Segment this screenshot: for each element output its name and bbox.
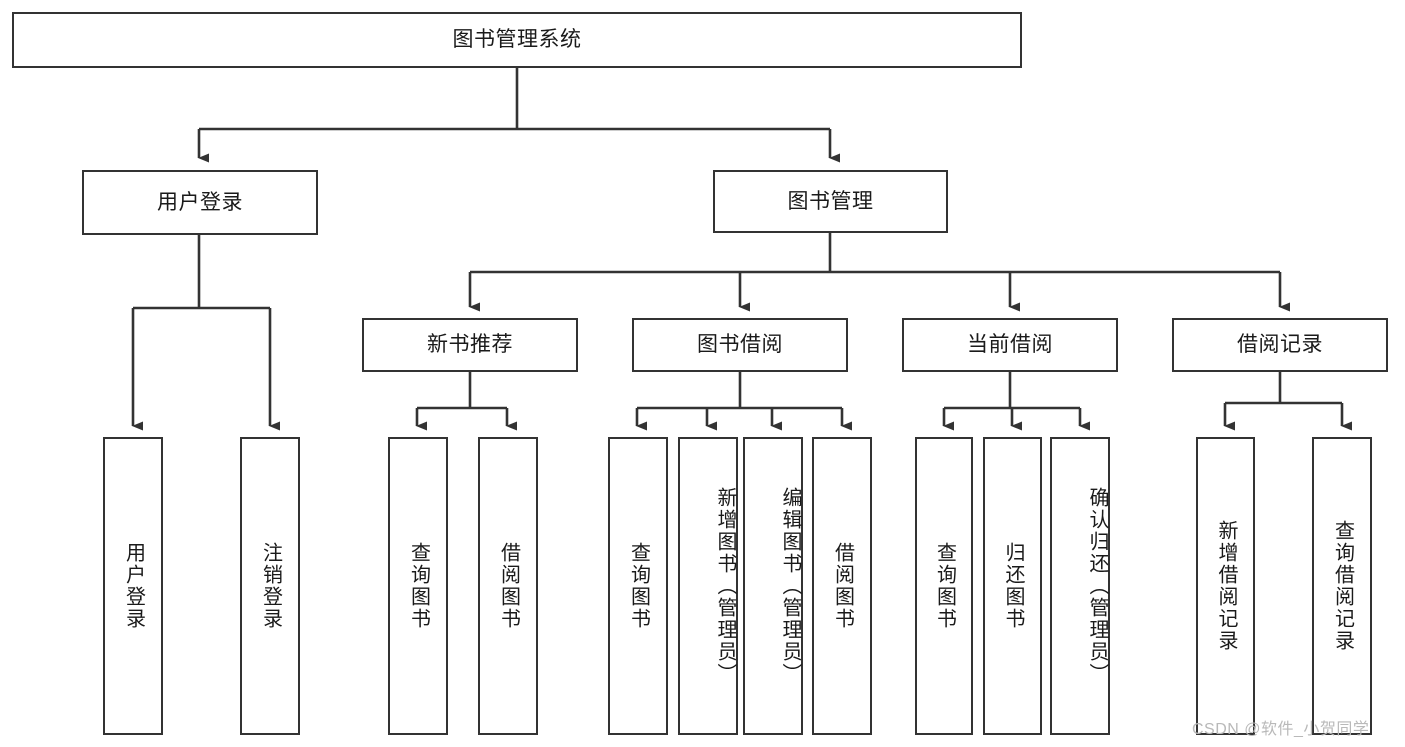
node-label: 用户登录 bbox=[122, 542, 145, 630]
leaf-borrow-record-add-record[interactable]: 新增借阅记录 bbox=[1196, 437, 1255, 735]
node-label: 用户登录 bbox=[157, 190, 243, 214]
node-root-book-management-system[interactable]: 图书管理系统 bbox=[12, 12, 1022, 68]
node-label: 借阅记录 bbox=[1237, 333, 1323, 357]
node-label: 确认归还（管理员） bbox=[1086, 487, 1108, 685]
node-label: 归还图书 bbox=[1002, 542, 1024, 630]
node-label: 查询图书 bbox=[933, 542, 956, 630]
watermark-label: CSDN @软件_小贺同学 bbox=[1192, 721, 1370, 738]
node-label: 借阅图书 bbox=[831, 542, 854, 630]
node-label: 图书管理系统 bbox=[452, 28, 582, 52]
leaf-new-book-borrow-book[interactable]: 借阅图书 bbox=[478, 437, 538, 735]
leaf-current-borrow-confirm-return-admin[interactable]: 确认归还（管理员） bbox=[1050, 437, 1110, 735]
node-label: 当前借阅 bbox=[967, 333, 1053, 357]
leaf-book-borrow-edit-book-admin[interactable]: 编辑图书（管理员） bbox=[743, 437, 803, 735]
node-label: 编辑图书（管理员） bbox=[779, 487, 801, 685]
node-label: 图书借阅 bbox=[697, 333, 783, 357]
node-borrow-record[interactable]: 借阅记录 bbox=[1172, 318, 1388, 372]
node-book-borrow[interactable]: 图书借阅 bbox=[632, 318, 848, 372]
leaf-current-borrow-return-book[interactable]: 归还图书 bbox=[983, 437, 1042, 735]
node-label: 查询借阅记录 bbox=[1331, 520, 1354, 652]
leaf-user-login-logout[interactable]: 注销登录 bbox=[240, 437, 300, 735]
csdn-watermark: CSDN @软件_小贺同学 bbox=[1192, 715, 1369, 739]
leaf-new-book-query-book[interactable]: 查询图书 bbox=[388, 437, 448, 735]
node-user-login[interactable]: 用户登录 bbox=[82, 170, 318, 235]
node-book-management[interactable]: 图书管理 bbox=[713, 170, 948, 233]
leaf-borrow-record-query-record[interactable]: 查询借阅记录 bbox=[1312, 437, 1372, 735]
leaf-book-borrow-query-book[interactable]: 查询图书 bbox=[608, 437, 668, 735]
node-new-book-recommend[interactable]: 新书推荐 bbox=[362, 318, 578, 372]
node-current-borrow[interactable]: 当前借阅 bbox=[902, 318, 1118, 372]
leaf-book-borrow-borrow-book[interactable]: 借阅图书 bbox=[812, 437, 872, 735]
node-label: 借阅图书 bbox=[497, 542, 520, 630]
node-label: 注销登录 bbox=[259, 542, 282, 630]
node-label: 新书推荐 bbox=[427, 333, 513, 357]
leaf-current-borrow-query-book[interactable]: 查询图书 bbox=[915, 437, 973, 735]
leaf-book-borrow-add-book-admin[interactable]: 新增图书（管理员） bbox=[678, 437, 738, 735]
node-label: 新增图书（管理员） bbox=[714, 487, 736, 685]
node-label: 新增借阅记录 bbox=[1215, 520, 1237, 652]
node-label: 查询图书 bbox=[407, 542, 430, 630]
node-label: 查询图书 bbox=[627, 542, 650, 630]
node-label: 图书管理 bbox=[787, 189, 874, 213]
leaf-user-login-login[interactable]: 用户登录 bbox=[103, 437, 163, 735]
